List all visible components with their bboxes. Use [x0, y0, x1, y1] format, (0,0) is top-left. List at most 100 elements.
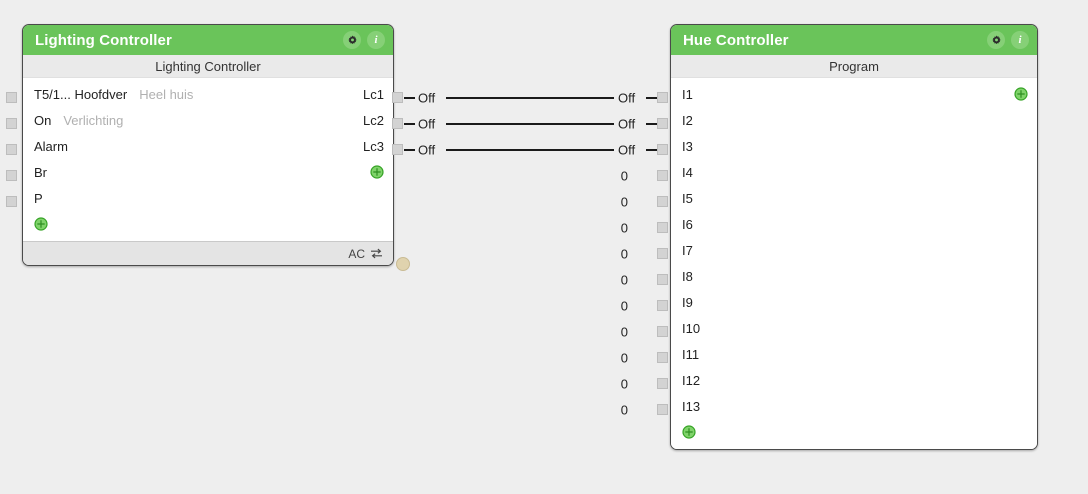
- output-port[interactable]: [392, 92, 403, 103]
- input-port[interactable]: [6, 92, 17, 103]
- wire-stub-source: [404, 123, 415, 125]
- input-port[interactable]: [657, 300, 668, 311]
- table-row[interactable]: On Verlichting Lc2: [23, 107, 393, 133]
- node-hue-controller[interactable]: Hue Controller i Program I1: [670, 24, 1038, 450]
- table-row[interactable]: P: [23, 185, 393, 211]
- input-port[interactable]: [657, 352, 668, 363]
- row-name: I9: [682, 294, 693, 310]
- table-row[interactable]: Alarm Lc3: [23, 133, 393, 159]
- input-port[interactable]: [657, 196, 668, 207]
- row-name: I1: [682, 86, 693, 102]
- input-port[interactable]: [657, 404, 668, 415]
- node-rows: I1 I2 I3 I4 I5 I6 I7 I8 I9 I10 I11 I12 I…: [671, 78, 1037, 449]
- wire-source-label: Off: [418, 90, 436, 106]
- table-row[interactable]: I2: [671, 107, 1037, 133]
- table-row[interactable]: I9: [671, 289, 1037, 315]
- input-port[interactable]: [6, 118, 17, 129]
- wire-stub-target: [646, 97, 657, 99]
- row-name: I13: [682, 398, 701, 414]
- table-row[interactable]: Br: [23, 159, 393, 185]
- row-output-label: Lc2: [363, 112, 384, 128]
- add-output-button[interactable]: [1014, 87, 1028, 101]
- add-input-button[interactable]: [682, 425, 696, 439]
- table-row[interactable]: I5: [671, 185, 1037, 211]
- row-name: I3: [682, 138, 693, 154]
- node-rows: T5/1... Hoofdver Heel huis Lc1 On Verlic…: [23, 78, 393, 241]
- connection-wire[interactable]: [446, 97, 614, 99]
- row-name: I2: [682, 112, 693, 128]
- row-description: Verlichting: [63, 112, 124, 128]
- output-port[interactable]: [392, 144, 403, 155]
- wire-stub-target: [646, 149, 657, 151]
- input-value: 0: [620, 246, 628, 262]
- row-name: Br: [34, 164, 47, 180]
- row-name: I4: [682, 164, 693, 180]
- info-icon[interactable]: i: [1011, 31, 1029, 49]
- table-row[interactable]: I6: [671, 211, 1037, 237]
- row-name: I11: [682, 346, 700, 362]
- ac-port[interactable]: [396, 257, 410, 271]
- input-port[interactable]: [657, 248, 668, 259]
- input-port[interactable]: [657, 326, 668, 337]
- wire-target-label: Off: [618, 90, 636, 106]
- input-port[interactable]: [657, 92, 668, 103]
- node-title: Lighting Controller: [35, 31, 172, 49]
- gear-icon[interactable]: [343, 31, 361, 49]
- wire-target-label: Off: [618, 116, 636, 132]
- row-name: On: [34, 112, 52, 128]
- input-port[interactable]: [657, 222, 668, 233]
- node-header[interactable]: Hue Controller i: [671, 25, 1037, 55]
- input-port[interactable]: [657, 118, 668, 129]
- row-output-label: Lc3: [363, 138, 384, 154]
- row-name: I8: [682, 268, 693, 284]
- input-value: 0: [620, 298, 628, 314]
- info-icon[interactable]: i: [367, 31, 385, 49]
- table-row[interactable]: I3: [671, 133, 1037, 159]
- add-output-button[interactable]: [370, 165, 384, 179]
- input-port[interactable]: [657, 378, 668, 389]
- table-row[interactable]: I12: [671, 367, 1037, 393]
- input-port[interactable]: [657, 144, 668, 155]
- input-port[interactable]: [6, 196, 17, 207]
- wire-stub-target: [646, 123, 657, 125]
- row-name: T5/1... Hoofdver: [34, 86, 128, 102]
- connection-wire[interactable]: [446, 123, 614, 125]
- node-header-actions[interactable]: i: [987, 31, 1029, 49]
- table-row[interactable]: I13: [671, 393, 1037, 419]
- add-row[interactable]: [23, 211, 393, 237]
- table-row[interactable]: I10: [671, 315, 1037, 341]
- node-header[interactable]: Lighting Controller i: [23, 25, 393, 55]
- info-icon-glyph: i: [1018, 33, 1022, 46]
- row-description: Heel huis: [139, 86, 194, 102]
- table-row[interactable]: I8: [671, 263, 1037, 289]
- node-header-actions[interactable]: i: [343, 31, 385, 49]
- row-output-label: Lc1: [363, 86, 384, 102]
- input-port[interactable]: [6, 170, 17, 181]
- wire-stub-source: [404, 97, 415, 99]
- node-footer[interactable]: AC: [23, 241, 393, 265]
- connection-wire[interactable]: [446, 149, 614, 151]
- input-port[interactable]: [657, 170, 668, 181]
- input-port[interactable]: [6, 144, 17, 155]
- table-row[interactable]: I4: [671, 159, 1037, 185]
- wire-target-label: Off: [618, 142, 636, 158]
- row-name: I10: [682, 320, 701, 336]
- add-row[interactable]: [671, 419, 1037, 445]
- table-row[interactable]: T5/1... Hoofdver Heel huis Lc1: [23, 81, 393, 107]
- gear-icon[interactable]: [987, 31, 1005, 49]
- input-value: 0: [620, 376, 628, 392]
- output-port[interactable]: [392, 118, 403, 129]
- table-row[interactable]: I1: [671, 81, 1037, 107]
- footer-label: AC: [348, 246, 365, 261]
- node-title: Hue Controller: [683, 31, 789, 49]
- input-port[interactable]: [657, 274, 668, 285]
- swap-icon[interactable]: [370, 248, 383, 259]
- table-row[interactable]: I11: [671, 341, 1037, 367]
- table-row[interactable]: I7: [671, 237, 1037, 263]
- input-value: 0: [620, 402, 628, 418]
- add-input-button[interactable]: [34, 217, 48, 231]
- node-subtitle: Lighting Controller: [23, 55, 393, 78]
- wire-source-label: Off: [418, 116, 436, 132]
- node-lighting-controller[interactable]: Lighting Controller i Lighting Controlle…: [22, 24, 394, 266]
